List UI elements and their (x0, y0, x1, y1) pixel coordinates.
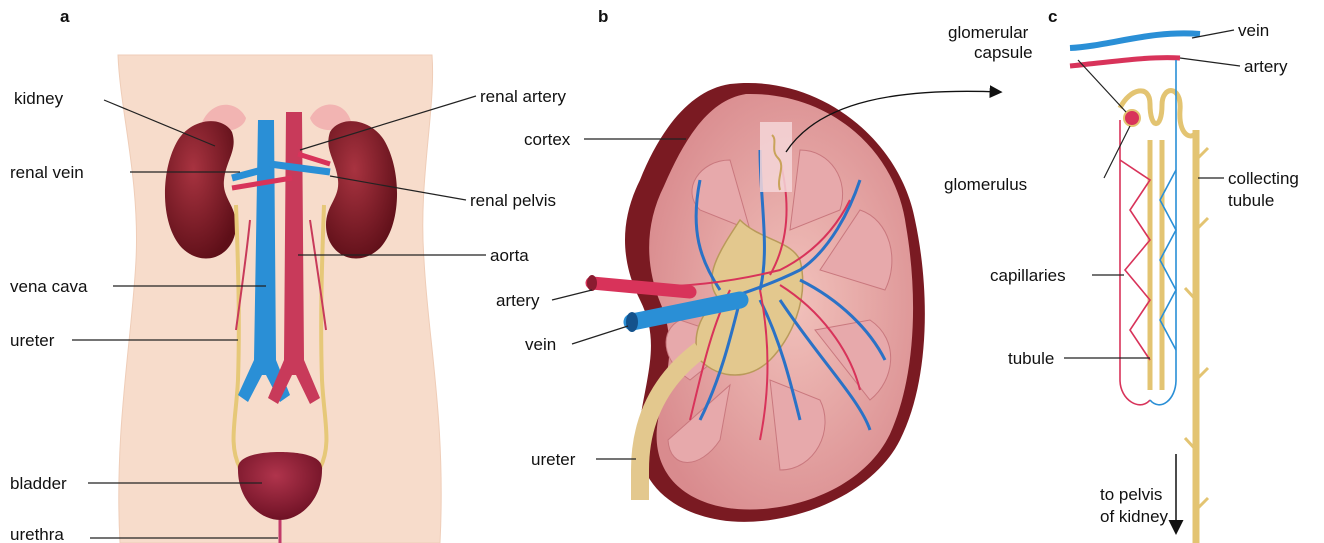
label-vena-cava: vena cava (10, 277, 88, 296)
vein-lumen (626, 312, 638, 332)
label-artery-c: artery (1244, 57, 1288, 76)
leader-glomerular-capsule (1078, 60, 1126, 112)
label-renal-artery: renal artery (480, 87, 566, 106)
label-renal-pelvis: renal pelvis (470, 191, 556, 210)
renal-artery-stub (592, 283, 690, 292)
label-collecting-tubule-2: tubule (1228, 191, 1274, 210)
label-glomerular-capsule-1: glomerular (948, 23, 1029, 42)
top-vein-vessel (1070, 33, 1200, 48)
label-tubule: tubule (1008, 349, 1054, 368)
label-renal-vein: renal vein (10, 163, 84, 182)
label-to-pelvis-2: of kidney (1100, 507, 1169, 526)
top-artery-vessel (1070, 58, 1180, 66)
leader-glomerulus (1104, 126, 1130, 178)
label-ureter-b: ureter (531, 450, 576, 469)
panel-a-letter: a (60, 7, 70, 26)
panel-b-letter: b (598, 7, 608, 26)
label-vein-b: vein (525, 335, 556, 354)
label-artery-b: artery (496, 291, 540, 310)
label-glomerular-capsule-2: capsule (974, 43, 1033, 62)
panel-c-letter: c (1048, 7, 1057, 26)
panel-a: a kidney rena (10, 7, 566, 543)
artery-lumen (587, 275, 597, 291)
leader-artery-b (552, 290, 592, 300)
label-ureter: ureter (10, 331, 55, 350)
label-bladder: bladder (10, 474, 67, 493)
panel-c: c glomerular (944, 7, 1299, 543)
label-kidney: kidney (14, 89, 64, 108)
panel-b: b (496, 7, 1000, 522)
label-vein-c: vein (1238, 21, 1269, 40)
label-cortex: cortex (524, 130, 571, 149)
label-to-pelvis-1: to pelvis (1100, 485, 1162, 504)
label-collecting-tubule-1: collecting (1228, 169, 1299, 188)
label-capillaries: capillaries (990, 266, 1066, 285)
nephron-tubule (1120, 91, 1196, 390)
leader-artery-c (1180, 58, 1240, 66)
label-glomerulus: glomerulus (944, 175, 1027, 194)
glomerulus-icon (1124, 110, 1140, 126)
label-aorta: aorta (490, 246, 529, 265)
label-urethra: urethra (10, 525, 64, 543)
leader-vein-b (572, 326, 628, 344)
